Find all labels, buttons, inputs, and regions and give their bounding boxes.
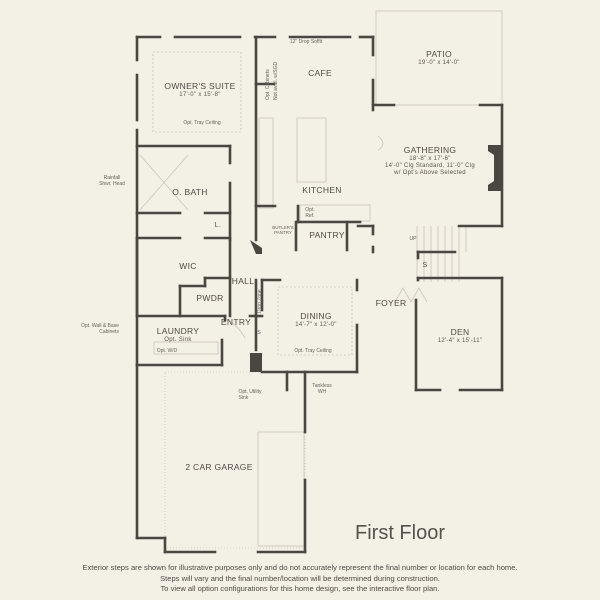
- owners-suite-tray-note: Opt. Tray Ceiling: [183, 120, 221, 126]
- room-dims: 18'-8" x 17'-6": [409, 155, 451, 162]
- rainfall-note: Rainfall Shwr. Head: [99, 175, 125, 188]
- note-line: Opt. Utility: [238, 389, 262, 395]
- note-line: WH: [317, 388, 327, 395]
- room-pwdr: PWDR: [196, 293, 224, 303]
- room-dims: 17'-0" x 15'-8": [179, 91, 221, 98]
- note-line: Opt.: [305, 207, 315, 213]
- cafe-cabinets-note: Opt. Cabinets: [265, 69, 271, 100]
- room-dining: DINING 14'-7" x 12'-0": [295, 311, 337, 329]
- room-dims: 14'-7" x 12'-0": [295, 321, 337, 328]
- stairs-storage: S: [422, 262, 428, 269]
- room-name: DINING: [300, 311, 332, 321]
- note-line: Cabinets: [99, 328, 119, 335]
- room-entry: ENTRY: [220, 317, 252, 327]
- note-line: Rainfall: [103, 175, 121, 181]
- room-name: GATHERING: [403, 145, 457, 155]
- opt-ref-note: Opt. Ref.: [305, 207, 315, 220]
- floor-plan-drawing: [135, 10, 504, 554]
- laundry-wd-note: Opt. W/D: [156, 348, 178, 354]
- laundry-cabinets-note: Opt. Wall & Base Cabinets: [81, 323, 119, 336]
- room-wic: WIC: [179, 261, 197, 271]
- note-line: Sink: [238, 394, 249, 401]
- room-name: LAUNDRY: [156, 326, 200, 336]
- entry-storage: S: [257, 330, 261, 336]
- room-pantry: PANTRY: [309, 230, 345, 240]
- cafe-soffit-note: 12" Drop Soffit: [289, 39, 323, 45]
- room-kitchen: KITCHEN: [302, 185, 342, 195]
- room-garage: 2 CAR GARAGE: [185, 462, 253, 472]
- laundry-sink-note: Opt. Sink: [164, 336, 192, 343]
- room-dims: 12'-4" x 15'-11": [437, 337, 483, 344]
- room-gathering: GATHERING 18'-8" x 17'-6" 14'-0" Clg Sta…: [384, 145, 476, 176]
- note-line: Shwr. Head: [99, 180, 125, 187]
- room-name: OWNER'S SUITE: [164, 81, 236, 91]
- floor-title: First Floor: [355, 522, 445, 544]
- room-o-bath: O. BATH: [172, 187, 208, 197]
- disclaimer-line-2: Steps will vary and the final number/loc…: [160, 573, 440, 583]
- note-line: BUTLER'S: [272, 225, 294, 230]
- drop-zone-label: Drop Zone: [257, 289, 263, 313]
- note-line: Ref.: [305, 212, 315, 219]
- disclaimer-line-3: To view all option configurations for th…: [160, 584, 440, 593]
- room-butlers-pantry: BUTLER'S PANTRY: [272, 225, 294, 235]
- dining-tray-note: Opt. Tray Ceiling: [294, 348, 332, 354]
- room-laundry: LAUNDRY Opt. Sink: [156, 326, 200, 344]
- room-patio: PATIO 19'-0" x 14'-0": [418, 49, 460, 67]
- room-name: DEN: [450, 327, 470, 337]
- gathering-ceiling-note: 14'-0" Clg Standard, 11'-0" Clg: [384, 162, 476, 169]
- room-hall: HALL: [231, 276, 255, 286]
- note-line: Opt. Wall & Base: [81, 323, 119, 329]
- room-name: PATIO: [426, 49, 452, 59]
- tankless-wh-note: Tankless WH: [312, 383, 332, 396]
- room-linen: L.: [214, 222, 222, 229]
- room-dims: 19'-0" x 14'-0": [418, 59, 460, 66]
- stairs-up: UP: [409, 236, 417, 242]
- disclaimer-line-1: Exterior steps are shown for illustrativ…: [82, 563, 518, 572]
- room-owners-suite: OWNER'S SUITE 17'-0" x 15'-8": [164, 81, 236, 99]
- note-line: PANTRY: [274, 230, 292, 236]
- note-line: Tankless: [312, 383, 332, 389]
- room-den: DEN 12'-4" x 15'-11": [437, 327, 483, 345]
- room-foyer: FOYER: [375, 298, 407, 308]
- utility-sink-note: Opt. Utility Sink: [238, 389, 262, 402]
- gathering-ceiling-note-2: w/ Opt's Above Selected: [394, 169, 466, 176]
- cafe-cabinets-note-2: Not avail. w/SGD: [273, 61, 279, 100]
- room-cafe: CAFE: [308, 68, 332, 78]
- disclaimer: Exterior steps are shown for illustrativ…: [0, 563, 600, 595]
